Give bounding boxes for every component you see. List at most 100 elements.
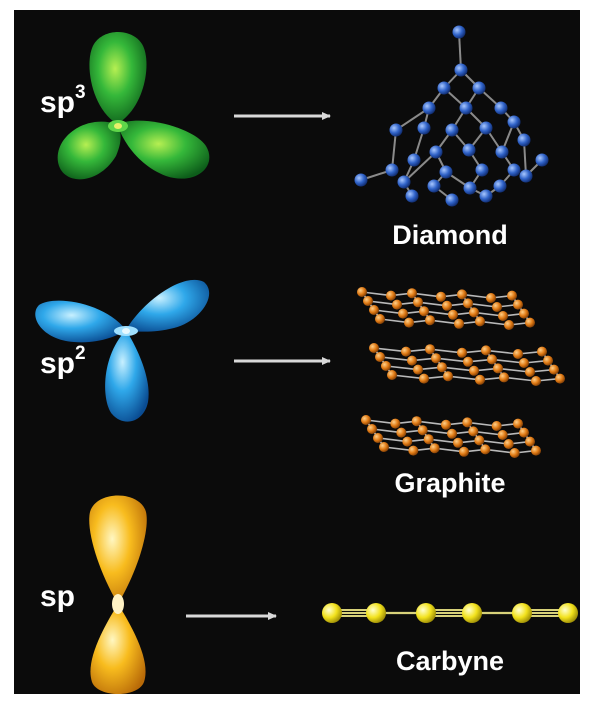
sp2-orbital-icon bbox=[35, 279, 210, 422]
graphite-bond bbox=[503, 376, 537, 382]
graphite-bond bbox=[441, 366, 475, 372]
diamond-atom bbox=[445, 123, 459, 137]
graphite-atom bbox=[417, 425, 428, 436]
graphite-atom bbox=[457, 347, 467, 358]
graphite-atom bbox=[499, 372, 509, 383]
graphite-atom bbox=[543, 355, 553, 366]
graphite-atom bbox=[531, 445, 541, 456]
graphite-atom bbox=[453, 437, 463, 448]
graphite-atom bbox=[513, 349, 523, 359]
graphite-atom bbox=[375, 352, 385, 362]
graphite-atom bbox=[525, 367, 535, 377]
diamond-atom bbox=[479, 189, 493, 203]
graphite-atom bbox=[513, 299, 523, 310]
graphite-atom bbox=[507, 290, 517, 301]
diamond-atom bbox=[417, 121, 431, 135]
graphite-bond bbox=[491, 358, 525, 364]
graphite-bond bbox=[373, 347, 407, 353]
diamond-atom bbox=[452, 25, 466, 39]
graphite-atom bbox=[504, 320, 514, 330]
diamond-atom bbox=[517, 133, 531, 147]
graphite-atom bbox=[386, 290, 396, 301]
graphite-atom bbox=[423, 434, 434, 445]
graphite-atom bbox=[463, 356, 473, 367]
diamond-atom bbox=[535, 153, 549, 167]
graphite-atom bbox=[531, 376, 541, 386]
sp3-orbital-icon bbox=[57, 32, 210, 180]
graphite-atom bbox=[491, 421, 502, 431]
graphite-atom bbox=[519, 308, 529, 319]
graphite-atom bbox=[375, 314, 385, 324]
graphite-atom bbox=[463, 298, 473, 309]
graphite-atom bbox=[474, 435, 485, 446]
graphite-atom bbox=[425, 315, 435, 326]
graphite-atom bbox=[486, 293, 496, 303]
graphite-atom bbox=[425, 344, 435, 355]
diamond-atom bbox=[445, 193, 459, 207]
diamond-atom bbox=[422, 101, 436, 115]
graphite-atom bbox=[437, 362, 447, 373]
graphite-atom bbox=[443, 371, 453, 382]
graphite-atom bbox=[407, 355, 417, 366]
diamond-atom bbox=[397, 175, 411, 189]
graphite-atom bbox=[469, 307, 479, 318]
graphite-atom bbox=[408, 445, 419, 456]
carbyne-atom bbox=[512, 603, 532, 623]
graphite-atom bbox=[447, 428, 457, 439]
diamond-bond bbox=[403, 151, 437, 183]
graphite-atom bbox=[497, 430, 508, 440]
graphite-atom bbox=[404, 317, 414, 328]
sp2-label-superscript: 2 bbox=[75, 343, 86, 364]
graphite-atom bbox=[436, 291, 446, 302]
graphite-atom bbox=[525, 436, 535, 447]
sp3-label-superscript: 3 bbox=[75, 82, 86, 103]
diamond-atom bbox=[479, 121, 493, 135]
graphite-atom bbox=[431, 353, 441, 364]
graphite-atom bbox=[454, 318, 464, 329]
graphite-atom bbox=[373, 433, 383, 443]
diamond-atom bbox=[507, 115, 521, 129]
carbyne-atom bbox=[462, 603, 482, 623]
graphite-atom bbox=[481, 345, 491, 356]
graphite-atom bbox=[387, 370, 397, 380]
sp2-label: sp2 bbox=[40, 344, 86, 381]
diamond-bond bbox=[391, 129, 397, 171]
graphite-atom bbox=[475, 316, 485, 327]
graphite-atom bbox=[475, 374, 485, 385]
graphite-atom bbox=[503, 439, 514, 449]
diamond-atom bbox=[427, 179, 441, 193]
graphite-atom bbox=[381, 361, 391, 371]
diamond-atom bbox=[459, 101, 473, 115]
carbyne-atom bbox=[558, 603, 578, 623]
diamond-atom bbox=[389, 123, 403, 137]
graphite-atom bbox=[448, 309, 458, 320]
graphite-atom bbox=[398, 308, 408, 319]
graphite-bond bbox=[379, 356, 413, 362]
graphite-atom bbox=[379, 442, 389, 452]
sp-label-base: sp bbox=[40, 580, 76, 613]
graphite-atom bbox=[498, 311, 508, 321]
diamond-atom bbox=[405, 189, 419, 203]
graphite-atom bbox=[419, 306, 429, 317]
graphite-atom bbox=[413, 364, 423, 375]
carbyne-atom bbox=[322, 603, 342, 623]
graphite-atom bbox=[369, 343, 379, 353]
diamond-atom bbox=[354, 173, 368, 187]
graphite-atom bbox=[519, 358, 529, 368]
graphite-atom bbox=[396, 427, 407, 438]
graphite-bond bbox=[447, 375, 481, 381]
graphite-atom bbox=[480, 444, 491, 455]
graphite-atom bbox=[519, 427, 529, 438]
diagram-art bbox=[35, 25, 578, 694]
diamond-atom bbox=[462, 143, 476, 157]
graphite-atom bbox=[525, 317, 535, 328]
graphite-label: Graphite bbox=[394, 468, 506, 498]
graphite-atom bbox=[509, 448, 520, 458]
diamond-lattice bbox=[354, 25, 549, 207]
graphite-atom bbox=[537, 346, 547, 357]
graphite-atom bbox=[392, 299, 402, 310]
diamond-atom bbox=[494, 101, 508, 115]
graphite-atom bbox=[419, 373, 429, 384]
carbyne-atom bbox=[366, 603, 386, 623]
diamond-atom bbox=[493, 179, 507, 193]
